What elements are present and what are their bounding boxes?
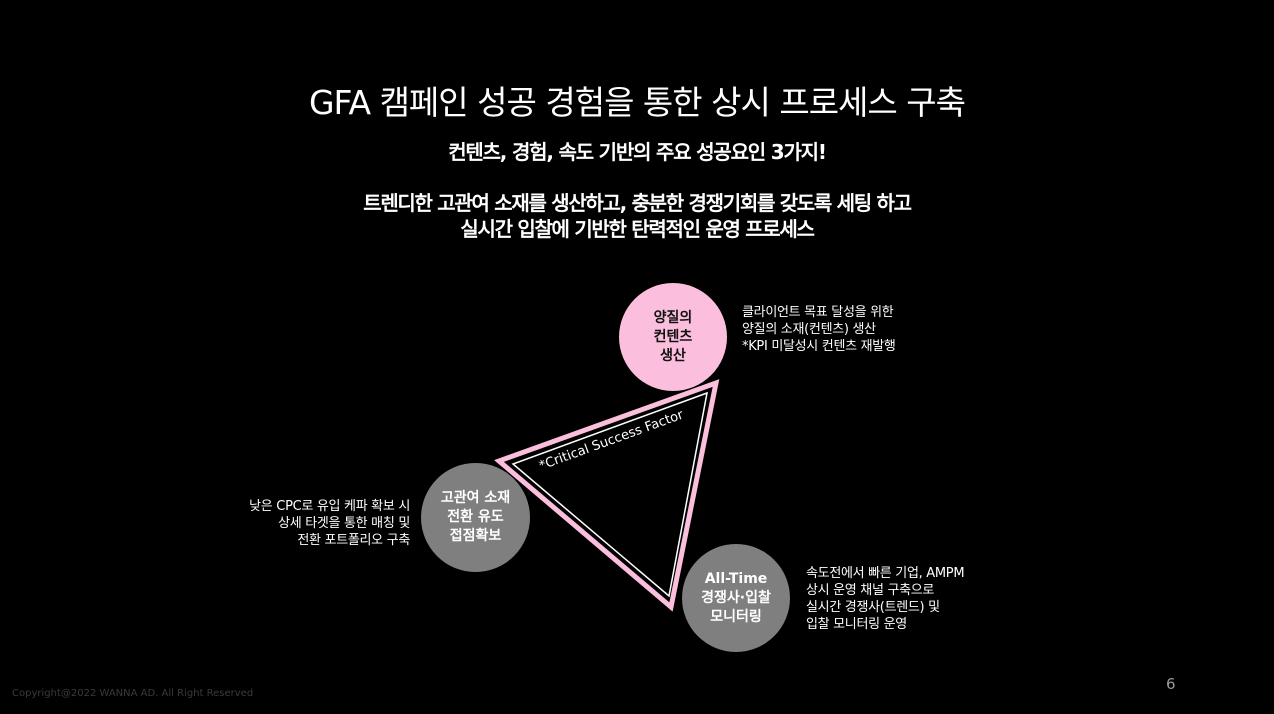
note-line: 상세 타겟을 통한 매칭 및 (278, 516, 410, 531)
note-line: 상시 운영 채널 구축으로 (806, 583, 935, 598)
triangle-inner (511, 391, 708, 598)
description: 트렌디한 고관여 소재를 생산하고, 충분한 경쟁기회를 갖도록 세팅 하고 실… (0, 190, 1274, 242)
note-line: 입찰 모니터링 운영 (806, 617, 907, 632)
note-line: 클라이언트 목표 달성을 위한 (742, 305, 894, 320)
node-line: 경쟁사·입찰 (701, 589, 771, 606)
note-line: 전환 포트폴리오 구축 (297, 533, 410, 548)
page-title: GFA 캠페인 성공 경험을 통한 상시 프로세스 구축 (308, 83, 966, 122)
triangle-outer (494, 379, 720, 612)
node-line: 접점확보 (449, 528, 502, 544)
note-quality-content: 클라이언트 목표 달성을 위한 양질의 소재(컨텐츠) 생산 *KPI 미달성시… (742, 304, 896, 355)
node-line: 고관여 소재 (440, 490, 511, 506)
page-number: 6 (1166, 675, 1176, 693)
note-line: 속도전에서 빠른 기업, AMPM (806, 566, 965, 581)
node-line: 모니터링 (710, 608, 762, 625)
node-line: 양질의 (653, 309, 693, 326)
note-line: 실시간 경쟁사(트렌드) 및 (806, 600, 940, 615)
description-line: 트렌디한 고관여 소재를 생산하고, 충분한 경쟁기회를 갖도록 세팅 하고 (363, 191, 912, 215)
node-high-involvement: 고관여 소재 전환 유도 접점확보 (421, 463, 530, 572)
node-all-time-monitoring: All-Time 경쟁사·입찰 모니터링 (682, 544, 790, 652)
node-line: 생산 (660, 347, 686, 364)
node-quality-content: 양질의 컨텐츠 생산 (619, 283, 727, 391)
copyright-footer: Copyright@2022 WANNA AD. All Right Reser… (12, 688, 254, 699)
page-subtitle: 컨텐츠, 경험, 속도 기반의 주요 성공요인 3가지! (448, 140, 827, 164)
node-line: 컨텐츠 (653, 328, 693, 345)
note-line: 낮은 CPC로 유입 케파 확보 시 (249, 499, 410, 514)
node-line: 전환 유도 (447, 509, 504, 525)
note-line: *KPI 미달성시 컨텐츠 재발행 (742, 339, 896, 354)
note-all-time-monitoring: 속도전에서 빠른 기업, AMPM 상시 운영 채널 구축으로 실시간 경쟁사(… (806, 565, 965, 633)
note-high-involvement: 낮은 CPC로 유입 케파 확보 시 상세 타겟을 통한 매칭 및 전환 포트폴… (200, 498, 410, 549)
note-line: 양질의 소재(컨텐츠) 생산 (742, 322, 876, 337)
node-line: All-Time (704, 570, 768, 587)
description-line: 실시간 입찰에 기반한 탄력적인 운영 프로세스 (460, 217, 815, 241)
